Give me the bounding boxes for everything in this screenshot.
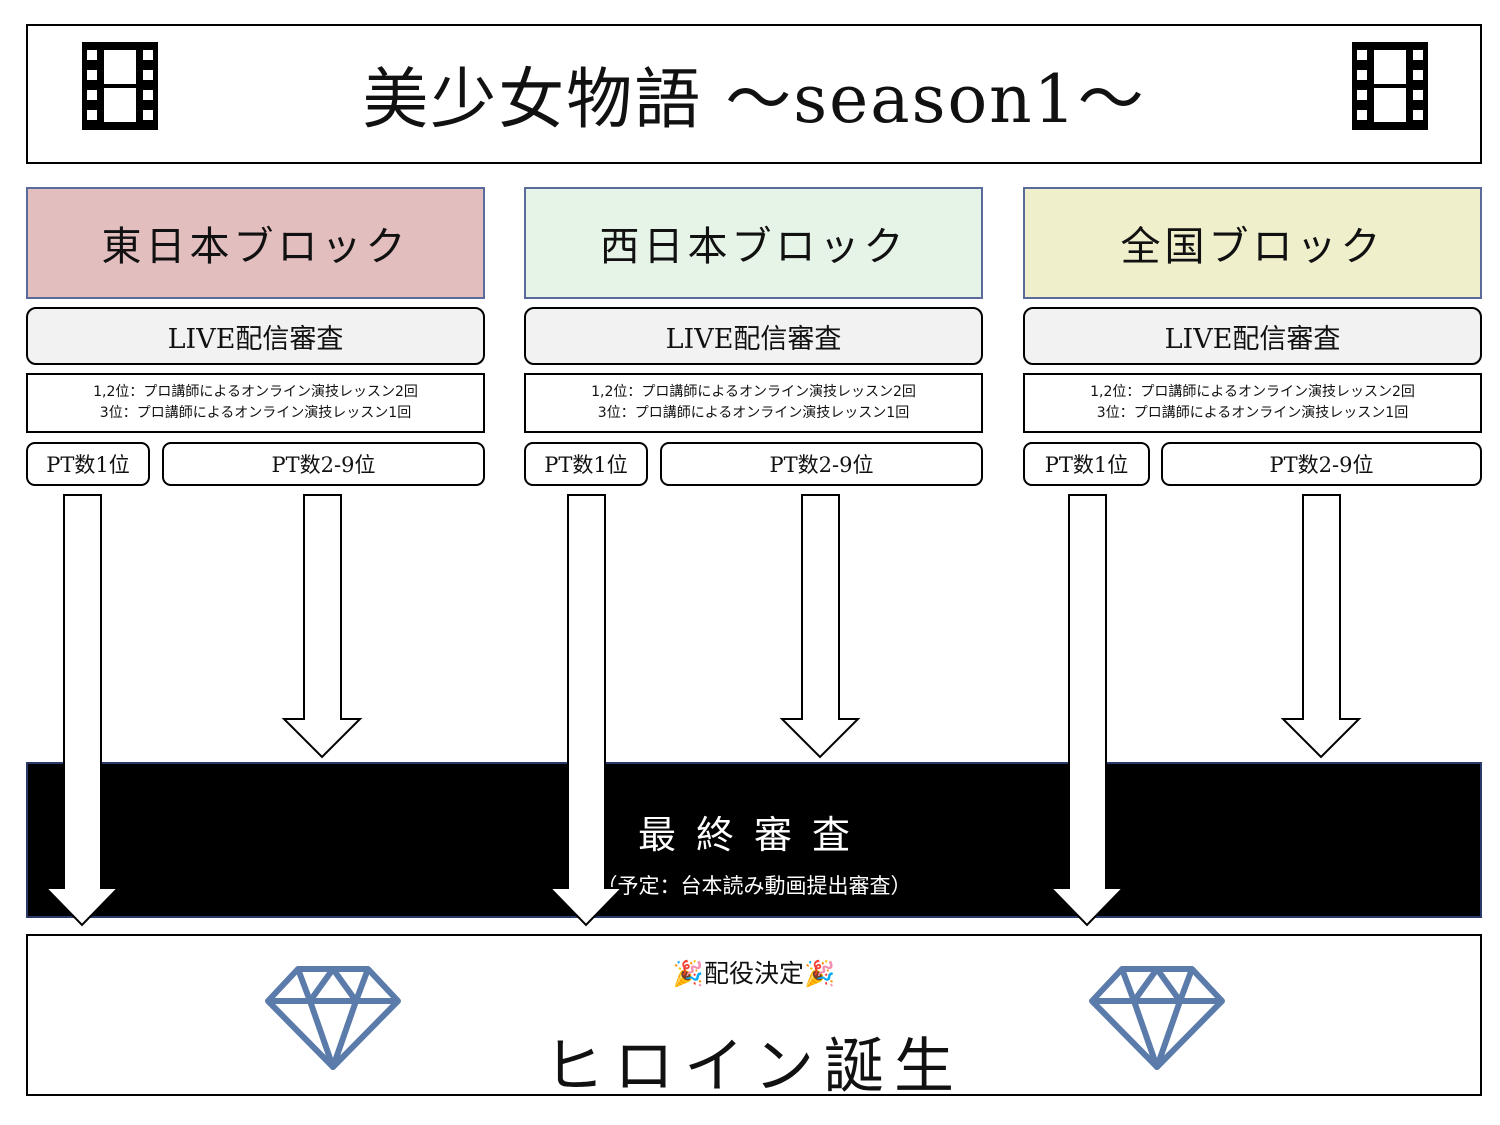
reward-line-1: 1,2位：プロ講師によるオンライン演技レッスン2回 (1090, 384, 1415, 400)
reward-note: 1,2位：プロ講師によるオンライン演技レッスン2回 3位：プロ講師によるオンライ… (524, 373, 983, 433)
pt-rank-2-9-label: PT数2-9位 (271, 453, 376, 477)
block-name: 東日本ブロック (101, 224, 410, 270)
block-header-east: 東日本ブロック (26, 187, 485, 299)
pt-rank-1-box: PT数1位 (1023, 442, 1150, 486)
diamond-icon (1089, 966, 1225, 1070)
live-review-label: LIVE配信審査 (167, 323, 344, 355)
arrow-down-short (779, 494, 861, 759)
result-box: 🎉配役決定🎉 ヒロイン誕生 (26, 934, 1482, 1102)
final-review-box: 最終審査 （予定：台本読み動画提出審査） (26, 762, 1482, 918)
pt-rank-2-9-label: PT数2-9位 (769, 453, 874, 477)
pt-rank-2-9-box: PT数2-9位 (1161, 442, 1482, 486)
pt-rank-1-label: PT数1位 (1044, 453, 1129, 477)
arrow-down-long (43, 494, 121, 927)
reward-line-1: 1,2位：プロ講師によるオンライン演技レッスン2回 (93, 384, 418, 400)
title-box: 美少女物語 ～season1～ (26, 24, 1482, 164)
pt-rank-2-9-label: PT数2-9位 (1269, 453, 1374, 477)
live-review-box: LIVE配信審査 (524, 307, 983, 365)
reward-line-2: 3位：プロ講師によるオンライン演技レッスン1回 (597, 405, 910, 421)
reward-line-1: 1,2位：プロ講師によるオンライン演技レッスン2回 (591, 384, 916, 400)
live-review-label: LIVE配信審査 (665, 323, 842, 355)
block-header-west: 西日本ブロック (524, 187, 983, 299)
final-review-title: 最終審査 (637, 813, 870, 857)
pt-rank-2-9-box: PT数2-9位 (162, 442, 485, 486)
film-strip-icon (1352, 42, 1428, 130)
pt-rank-2-9-box: PT数2-9位 (660, 442, 983, 486)
casting-decided-label: 🎉配役決定🎉 (672, 959, 836, 988)
arrow-down-short (281, 494, 363, 759)
pt-rank-1-box: PT数1位 (26, 442, 150, 486)
arrow-down-short (1280, 494, 1362, 759)
block-header-national: 全国ブロック (1023, 187, 1482, 299)
block-name: 全国ブロック (1120, 224, 1385, 270)
reward-line-2: 3位：プロ講師によるオンライン演技レッスン1回 (1096, 405, 1409, 421)
live-review-label: LIVE配信審査 (1164, 323, 1341, 355)
reward-note: 1,2位：プロ講師によるオンライン演技レッスン2回 3位：プロ講師によるオンライ… (1023, 373, 1482, 433)
reward-line-2: 3位：プロ講師によるオンライン演技レッスン1回 (99, 405, 412, 421)
arrow-down-long (547, 494, 625, 927)
film-strip-icon (82, 42, 158, 130)
arrow-down-long (1048, 494, 1126, 927)
reward-note: 1,2位：プロ講師によるオンライン演技レッスン2回 3位：プロ講師によるオンライ… (26, 373, 485, 433)
pt-rank-1-label: PT数1位 (46, 453, 130, 477)
page-title: 美少女物語 ～season1～ (362, 61, 1146, 138)
live-review-box: LIVE配信審査 (26, 307, 485, 365)
live-review-box: LIVE配信審査 (1023, 307, 1482, 365)
pt-rank-1-box: PT数1位 (524, 442, 648, 486)
diamond-icon (265, 966, 401, 1070)
pt-rank-1-label: PT数1位 (544, 453, 628, 477)
final-review-subtitle: （予定：台本読み動画提出審査） (596, 874, 912, 898)
heroine-born-label: ヒロイン誕生 (544, 1032, 964, 1102)
block-name: 西日本ブロック (599, 224, 908, 270)
